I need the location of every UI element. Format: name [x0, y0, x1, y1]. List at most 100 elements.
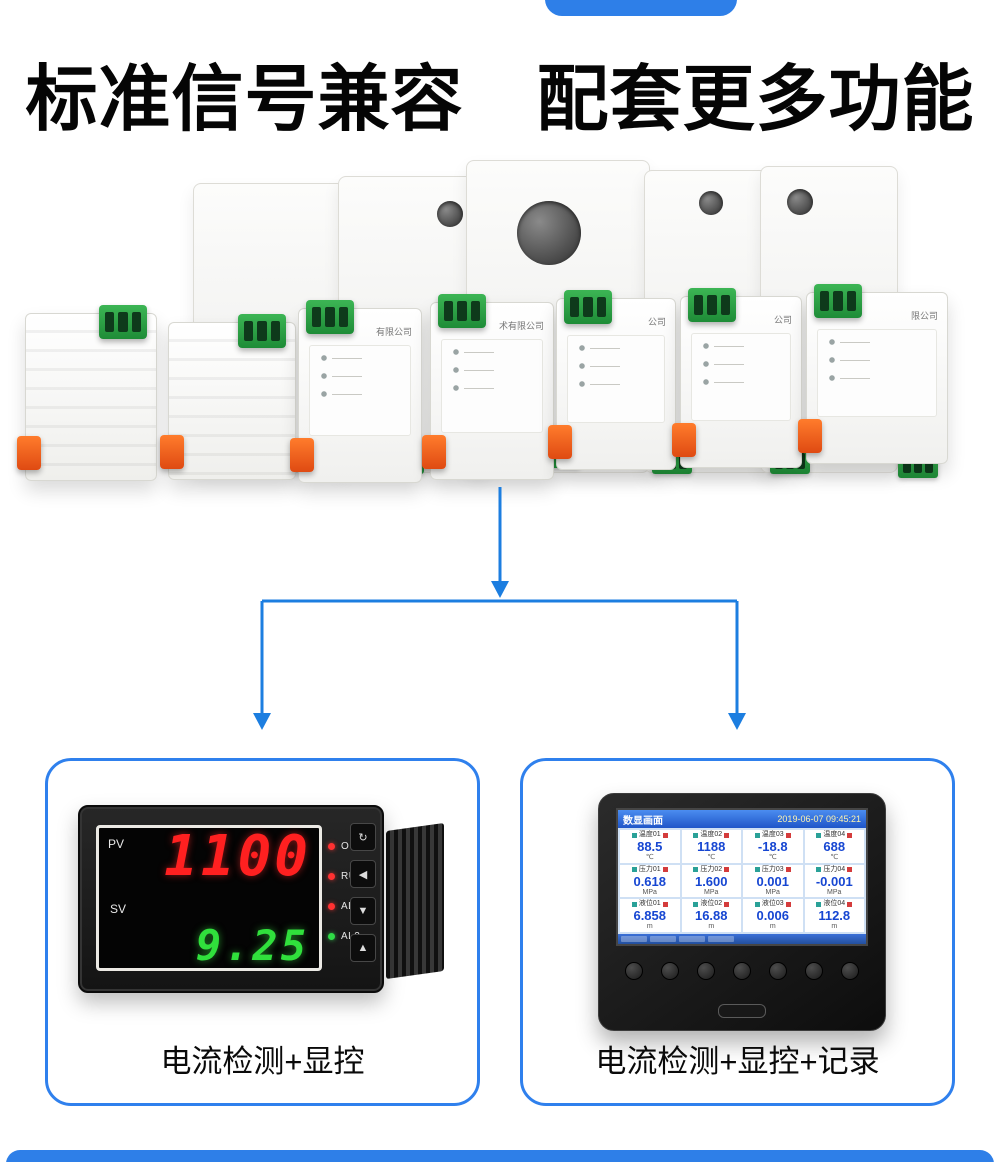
signal-isolator-module: 术有限公司 — [422, 294, 554, 480]
cell-value: 1.600 — [694, 873, 728, 889]
cell-icon-right — [847, 867, 853, 873]
cell-icon-right — [662, 832, 668, 838]
cell-icon-left — [754, 832, 760, 838]
left-card: PV 1100 SV 9.25 OUT RUN AL1 — [45, 758, 480, 1106]
recorder-screen-header: 数显画面 2019-06-07 09:45:21 — [618, 810, 866, 828]
measurement-cell: 压力04 -0.001 MPa — [804, 864, 865, 898]
cell-unit: ℃ — [707, 854, 716, 861]
cell-header: 液位04 — [805, 900, 865, 908]
recorder-button — [805, 962, 823, 980]
cell-unit: ℃ — [645, 854, 654, 861]
recorder-button — [661, 962, 679, 980]
cell-value: -0.001 — [815, 873, 853, 889]
cell-unit: MPa — [765, 888, 780, 896]
cell-label: 压力02 — [700, 865, 723, 873]
recorder-button — [625, 962, 643, 980]
cell-icon-left — [631, 901, 637, 907]
module-clip — [672, 423, 696, 457]
cell-label: 温度03 — [761, 831, 784, 838]
cell-unit: m — [646, 923, 653, 931]
sv-label: SV — [110, 902, 127, 916]
cell-value: 0.001 — [756, 873, 790, 889]
next-section-edge — [6, 1150, 994, 1162]
cell-header: 压力02 — [682, 866, 742, 874]
module-clip — [160, 435, 184, 469]
signal-isolator-module — [17, 305, 157, 481]
meter-button-up: ▲ — [350, 934, 376, 962]
transformer-hole — [437, 201, 463, 227]
cell-icon-right — [847, 832, 853, 838]
cell-unit: m — [769, 923, 776, 931]
recorder-screen: 数显画面 2019-06-07 09:45:21 温度01 88.5 ℃ 温度0… — [616, 808, 868, 946]
measurement-cell: 压力03 0.001 MPa — [743, 864, 803, 898]
module-terminal — [238, 314, 286, 348]
cell-header: 液位02 — [682, 900, 742, 908]
cell-icon-left — [816, 901, 822, 907]
panel-meter: PV 1100 SV 9.25 OUT RUN AL1 — [78, 805, 384, 993]
cell-value: 688 — [823, 839, 846, 854]
cell-header: 压力04 — [805, 866, 865, 874]
cell-value: 1188 — [697, 839, 726, 854]
module-clip — [422, 435, 446, 469]
module-body: 有限公司 — [290, 308, 422, 483]
module-wiring-diagram — [309, 345, 411, 436]
screen-bottom-bar — [618, 934, 866, 944]
module-body: 公司 — [548, 298, 676, 470]
recorder-buttons — [625, 962, 859, 980]
cell-label: 压力01 — [638, 865, 661, 873]
cell-label: 温度04 — [823, 831, 846, 838]
cell-icon-left — [754, 867, 760, 873]
cell-icon-left — [754, 901, 760, 907]
module-body: 限公司 — [798, 292, 948, 464]
cell-label: 液位01 — [638, 900, 661, 908]
cell-header: 温度03 — [743, 831, 803, 839]
module-terminal — [306, 300, 354, 334]
sv-value: 9.25 — [195, 921, 309, 970]
led-icon — [328, 842, 335, 850]
module-terminal — [688, 288, 736, 322]
module-clip — [17, 436, 41, 470]
cell-header: 温度02 — [682, 831, 742, 839]
meter-heatsink — [386, 822, 444, 980]
usb-port — [718, 1004, 766, 1018]
cell-header: 压力03 — [743, 866, 803, 874]
measurement-cell: 温度03 -18.8 ℃ — [743, 830, 803, 863]
recorder-button — [733, 962, 751, 980]
module-body — [160, 322, 296, 480]
cell-icon-left — [693, 901, 699, 907]
cell-unit: ℃ — [830, 854, 839, 861]
product-photo: 有限公司 术有限公司 公司 公司 — [0, 150, 1000, 495]
cell-value: 16.88 — [694, 908, 728, 924]
module-terminal — [99, 305, 147, 339]
module-label: 公司 — [773, 315, 792, 325]
measurement-cell: 温度04 688 ℃ — [804, 830, 864, 863]
page-title: 标准信号兼容 配套更多功能 — [25, 60, 975, 140]
measurement-cell: 液位01 6.858 m — [620, 899, 680, 932]
cell-label: 液位02 — [700, 900, 723, 908]
cell-unit: m — [831, 923, 838, 931]
measurement-cell: 压力01 0.618 MPa — [620, 864, 680, 898]
measurement-cell: 温度01 88.5 ℃ — [620, 830, 680, 863]
module-label: 公司 — [647, 317, 666, 327]
right-card: 数显画面 2019-06-07 09:45:21 温度01 88.5 ℃ 温度0… — [520, 758, 955, 1106]
module-terminal — [438, 294, 486, 328]
module-clip — [548, 425, 572, 459]
cell-value: 6.858 — [633, 908, 667, 924]
cell-icon-left — [816, 867, 822, 873]
led-icon — [328, 902, 335, 910]
cell-value: -18.8 — [757, 839, 788, 854]
transformer-hole — [699, 191, 723, 215]
cell-icon-right — [785, 867, 791, 873]
cell-icon-right — [724, 901, 730, 907]
flow-arrows — [253, 487, 746, 730]
transformer-hole — [517, 201, 581, 265]
cell-icon-left — [631, 867, 637, 873]
cell-label: 温度02 — [700, 831, 723, 838]
module-label: 有限公司 — [375, 327, 412, 337]
module-wiring-diagram — [36, 350, 146, 434]
left-card-caption: 电流检测+显控 — [160, 1044, 365, 1079]
cell-label: 压力04 — [823, 865, 846, 873]
recorder-body: 数显画面 2019-06-07 09:45:21 温度01 88.5 ℃ 温度0… — [598, 793, 886, 1031]
cell-value: 88.5 — [637, 839, 663, 854]
cell-icon-left — [816, 832, 822, 838]
